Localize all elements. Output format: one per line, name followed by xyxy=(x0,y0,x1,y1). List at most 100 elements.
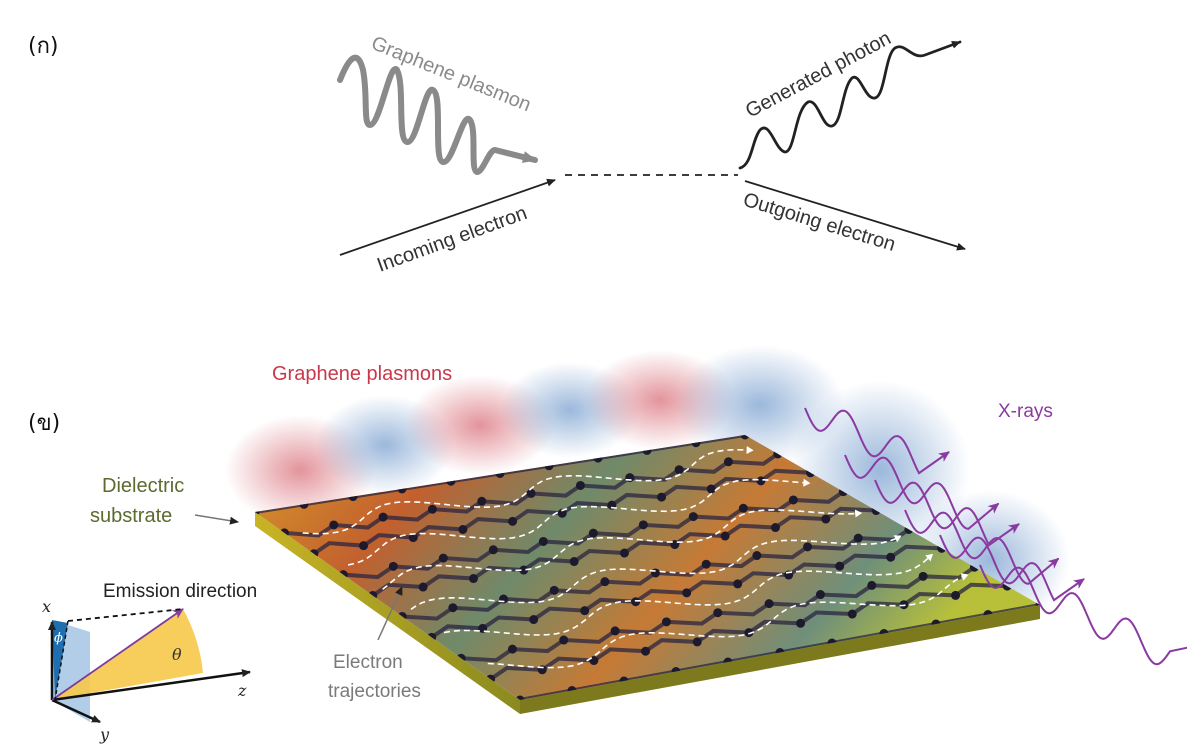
carbon-atom xyxy=(359,541,369,551)
carbon-atom xyxy=(378,512,388,522)
xray-wave xyxy=(844,454,1000,530)
carbon-atom xyxy=(575,480,585,490)
electron-trajectories-pointer xyxy=(377,586,403,641)
carbon-atom xyxy=(657,492,667,502)
carbon-atom xyxy=(651,568,661,578)
panel-a-diagram: Graphene plasmon Incoming electron Gener… xyxy=(337,27,966,277)
carbon-atom xyxy=(740,435,750,440)
carbon-atom xyxy=(438,553,448,563)
carbon-atom xyxy=(701,559,711,569)
carbon-atom xyxy=(549,585,559,595)
generated-photon-wave xyxy=(738,40,962,170)
carbon-atom xyxy=(723,457,733,467)
theta-wedge xyxy=(52,609,203,700)
carbon-atom xyxy=(468,574,478,584)
carbon-atom xyxy=(580,606,590,616)
outgoing-electron-label: Outgoing electron xyxy=(741,189,898,256)
carbon-atom xyxy=(815,590,825,600)
carbon-atom xyxy=(674,465,684,475)
carbon-atom xyxy=(770,523,780,533)
theta-label: θ xyxy=(172,645,182,664)
carbon-atom xyxy=(458,524,468,534)
carbon-atom xyxy=(544,461,554,471)
axis-y xyxy=(51,698,101,724)
xray-wave xyxy=(904,509,1060,585)
graphene-plasmons-label: Graphene plasmons xyxy=(272,363,452,385)
carbon-atom xyxy=(796,618,806,628)
carbon-atom xyxy=(600,577,610,587)
carbon-atom xyxy=(886,552,896,562)
carbon-atom xyxy=(515,695,525,700)
electron-trajectory xyxy=(347,478,811,566)
emission-direction-vector xyxy=(51,608,184,701)
emission-direction-label: Emission direction xyxy=(103,581,257,602)
electron-trajectory xyxy=(443,553,934,636)
carbon-atom xyxy=(706,484,716,494)
carbon-atom xyxy=(508,516,518,526)
carbon-atom xyxy=(918,571,928,581)
carbon-atom xyxy=(427,504,437,514)
carbon-atom xyxy=(713,608,723,618)
carbon-atom xyxy=(446,476,456,486)
outgoing-electron-arrow xyxy=(744,180,966,251)
carbon-atom xyxy=(803,542,813,552)
incoming-electron-arrow xyxy=(339,178,556,256)
carbon-atom xyxy=(388,561,398,571)
dielectric-substrate-label-line2: substrate xyxy=(90,505,172,527)
phi-wedge xyxy=(52,620,68,700)
dielectric-substrate-label-line1: Dielectric xyxy=(102,475,184,497)
carbon-atom xyxy=(329,520,339,530)
carbon-atom xyxy=(951,590,961,600)
carbon-atom xyxy=(488,545,498,555)
carbon-atom xyxy=(756,476,766,486)
xray-waves xyxy=(804,407,1187,666)
carbon-atom xyxy=(593,453,603,463)
axis-z-label: z xyxy=(237,681,247,700)
dielectric-substrate xyxy=(255,435,1040,714)
electron-trajectory xyxy=(302,446,754,535)
carbon-atom xyxy=(688,512,698,522)
carbon-atom xyxy=(738,503,748,513)
carbon-atom xyxy=(720,531,730,541)
carbon-atom xyxy=(638,520,648,530)
carbon-atom xyxy=(733,579,743,589)
carbon-atom xyxy=(619,548,629,558)
xray-wave xyxy=(979,564,1187,666)
carbon-atom xyxy=(519,565,529,575)
carbon-atom xyxy=(538,536,548,546)
electron-trajectories-label-line1: Electron xyxy=(333,652,403,673)
carbon-atom xyxy=(661,617,671,627)
phi-dashed-line xyxy=(54,620,69,701)
panel-a-label: (ก) xyxy=(28,34,59,59)
carbon-atom xyxy=(853,533,863,543)
carbon-atom xyxy=(835,561,845,571)
carbon-atom xyxy=(448,603,458,613)
carbon-atom xyxy=(559,635,569,645)
carbon-atom xyxy=(418,582,428,592)
carbon-atom xyxy=(847,609,857,619)
electron-trajectory xyxy=(382,509,863,590)
carbon-atom xyxy=(692,637,702,647)
carbon-atom xyxy=(744,628,754,638)
carbon-atom xyxy=(610,626,620,636)
axis-z xyxy=(51,669,251,702)
electron-trajectories-label-line2: trajectories xyxy=(328,681,421,702)
projection-dashed-line xyxy=(67,608,184,622)
carbon-atom xyxy=(752,551,762,561)
xray-wave xyxy=(874,479,1020,547)
carbon-atom xyxy=(589,656,599,666)
carbon-atom xyxy=(867,580,877,590)
carbon-atom xyxy=(507,644,517,654)
xrays-label: X-rays xyxy=(998,401,1053,422)
incoming-electron-label: Incoming electron xyxy=(374,202,530,277)
carbon-atom xyxy=(529,615,539,625)
carbon-atom xyxy=(682,588,692,598)
carbon-atom xyxy=(641,646,651,656)
xray-wave xyxy=(804,407,950,475)
axes-inset: Emission direction x y z ϕ θ xyxy=(42,581,257,744)
xray-wave xyxy=(939,534,1085,602)
axis-x-label: x xyxy=(42,597,51,616)
carbon-atom xyxy=(557,508,567,518)
graphene-lattice xyxy=(255,435,1040,700)
